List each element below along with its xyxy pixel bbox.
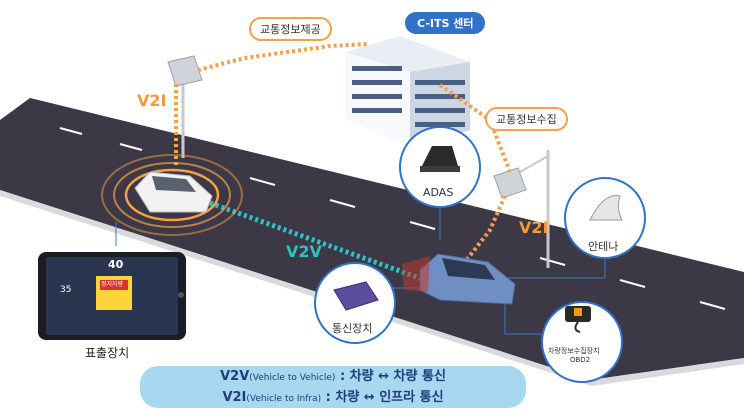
display-tablet (38, 252, 186, 340)
rsu-right (493, 150, 550, 268)
collector-label: 차량정보수집장치 (548, 347, 600, 355)
tablet-speed: 40 (108, 258, 124, 271)
v2v-link (209, 200, 426, 283)
legend-v2v-paren: (Vehicle to Vehicle) (249, 373, 336, 383)
comm-device-circle (314, 262, 396, 344)
v2i-label-left: V2I (137, 91, 167, 110)
display-device-label: 표출장치 (85, 346, 130, 360)
rsu-left (167, 55, 203, 158)
legend-v2v-desc: : 차량 ↔ 차량 통신 (335, 369, 446, 384)
adas-camera-icon (422, 146, 458, 166)
v2v-label: V2V (286, 242, 322, 261)
antenna-circle (564, 177, 646, 259)
comm-module-icon (333, 281, 379, 311)
v2i-label-right: V2I (519, 218, 549, 237)
adas-circle (399, 126, 481, 208)
lane-markings (59, 127, 726, 310)
shark-fin-antenna-icon (589, 195, 623, 221)
antenna-label: 안테나 (588, 240, 619, 253)
obd2-label: OBD2 (570, 356, 591, 364)
comm-device-label: 통신장치 (332, 322, 373, 335)
legend-v2i-paren: (Vehicle to Infra) (246, 394, 322, 404)
legend-v2i-term: V2I (222, 390, 247, 405)
legend-v2v-term: V2V (220, 369, 250, 384)
traffic-info-collect-label: 교통정보수집 (485, 107, 568, 131)
tablet-left-value: 35 (60, 285, 72, 295)
cits-center-label: C-ITS 센터 (405, 12, 486, 34)
legend-v2v: V2V(Vehicle to Vehicle) : 차량 ↔ 차량 통신 (140, 367, 526, 388)
legend-v2i: V2I(Vehicle to Infra) : 차량 ↔ 인프라 통신 (140, 388, 526, 409)
white-car (101, 154, 243, 236)
traffic-info-provide-label: 교통정보제공 (249, 17, 332, 41)
adas-label: ADAS (423, 186, 454, 199)
tablet-warning: 정지차량 (101, 281, 124, 288)
legend-box: V2V(Vehicle to Vehicle) : 차량 ↔ 차량 통신 V2I… (140, 366, 526, 408)
cits-building (345, 36, 470, 148)
collector-circle (541, 301, 623, 383)
legend-v2i-desc: : 차량 ↔ 인프라 통신 (321, 390, 444, 405)
blue-car (402, 253, 516, 305)
